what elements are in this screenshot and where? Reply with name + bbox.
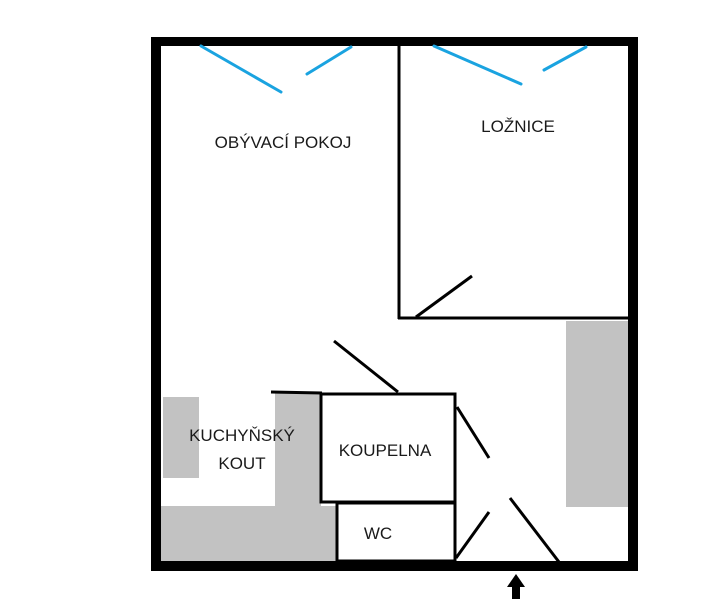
inner-walls <box>270 45 629 563</box>
wardrobe <box>566 321 628 507</box>
wc-label: WC <box>364 524 392 543</box>
bedroom-window-left <box>432 44 523 86</box>
arrow-up-icon <box>507 574 525 599</box>
windows <box>199 44 588 94</box>
entrance-door-left <box>454 511 491 559</box>
wc-walls <box>335 501 457 563</box>
bathroom-label: KOUPELNA <box>339 441 432 460</box>
kitchenette-label-line2: KOUT <box>218 454 265 473</box>
kitchen-counter-right <box>275 393 321 508</box>
kitchen-counter-bottom <box>161 506 338 561</box>
bedroom-window-right <box>542 45 588 72</box>
outer-walls <box>151 37 638 571</box>
living-window-left <box>199 44 283 94</box>
kitchenette-label-line1: KUCHYŇSKÝ <box>189 426 295 445</box>
wall-right <box>628 37 638 571</box>
kitchen-fixtures <box>161 393 338 561</box>
entrance-door-right <box>508 497 561 563</box>
living-room-label: OBÝVACÍ POKOJ <box>215 133 352 152</box>
bedroom-label: LOŽNICE <box>481 117 555 136</box>
bedroom-door <box>415 274 473 319</box>
bathroom-door <box>333 339 399 394</box>
living-window-right <box>305 45 353 76</box>
wall-top <box>151 37 638 46</box>
wall-left <box>151 37 161 571</box>
hall-door <box>455 406 491 459</box>
doors <box>333 274 561 563</box>
wall-bottom <box>151 561 638 571</box>
kitchen-counter-small <box>163 397 199 478</box>
kitchen-partition <box>270 390 323 395</box>
